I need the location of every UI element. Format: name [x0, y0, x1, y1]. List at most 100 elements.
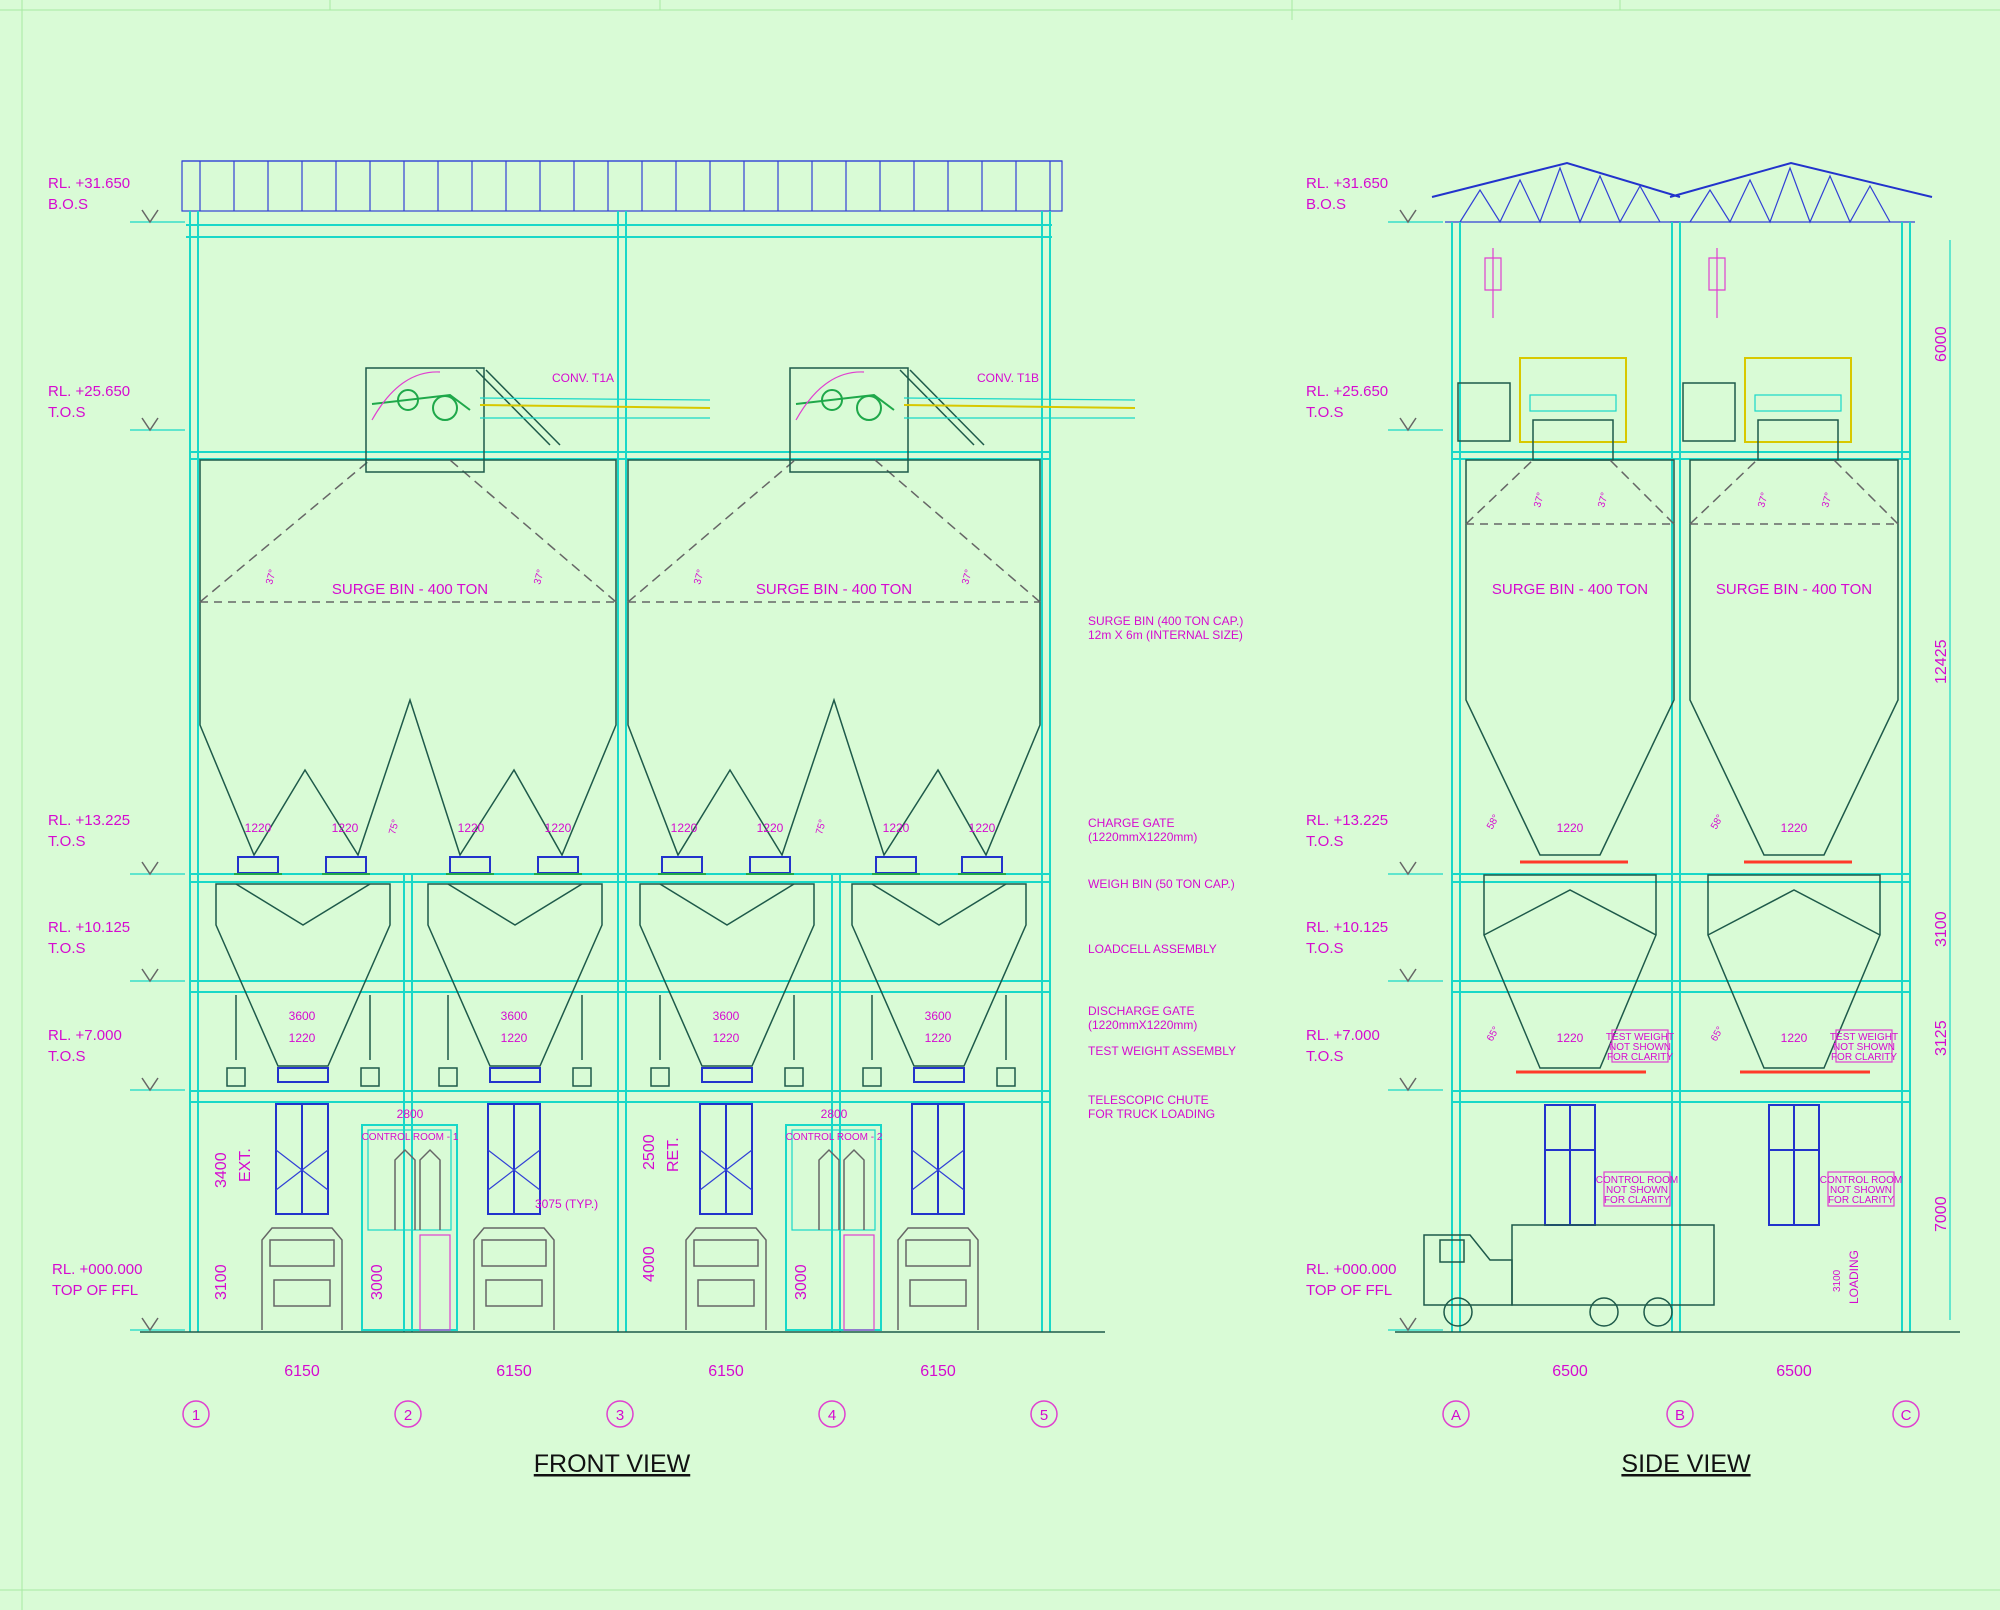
- bay-dim: 6150: [920, 1363, 956, 1380]
- bay-dim: 6150: [708, 1363, 744, 1380]
- level-ref: B.O.S: [1306, 196, 1346, 213]
- weigh-bin-roof: [447, 883, 583, 926]
- discharge-gate: [701, 1067, 753, 1083]
- gate-width: 1220: [458, 821, 485, 835]
- chute-brace: [275, 1149, 329, 1191]
- dim-4000: 4000: [641, 1246, 658, 1282]
- ext-label: EXT.: [237, 1148, 254, 1182]
- charge-gate: [449, 856, 491, 874]
- chute-brace: [699, 1149, 753, 1191]
- front-grid-bubbles: 1 2 3 4 5: [182, 1400, 1058, 1428]
- gate-width: 1220: [545, 821, 572, 835]
- weigh-bin: [639, 883, 815, 1067]
- level-arrow: [1399, 1317, 1417, 1332]
- note: WEIGH BIN (50 TON CAP.): [1088, 877, 1235, 891]
- side-drives: [1457, 357, 1852, 461]
- test-weight-block: [572, 1067, 592, 1087]
- side-level-labels: RL. +31.650 B.O.S RL. +25.650 T.O.S RL. …: [1306, 175, 1397, 1299]
- gate-width: 1220: [1557, 1031, 1584, 1045]
- front-view: SURGE BIN - 400 TON 37° 37° 75° SURGE BI…: [48, 160, 1136, 1478]
- grid-bubble: 1: [192, 1407, 200, 1424]
- charge-gates: [234, 856, 1006, 875]
- level-rl: RL. +31.650: [48, 175, 130, 192]
- angle-label: 37°: [1756, 491, 1771, 508]
- truck-cab: [473, 1227, 555, 1330]
- level-arrow: [1399, 861, 1417, 876]
- bin-label: SURGE BIN - 400 TON: [756, 581, 912, 598]
- charge-gate: [537, 856, 579, 874]
- note-line: FOR CLARITY: [1828, 1195, 1894, 1206]
- dim-2500: 2500: [641, 1134, 658, 1170]
- angle-label: 37°: [960, 568, 975, 585]
- note: LOADCELL ASSEMBLY: [1088, 942, 1217, 956]
- level-arrow: [141, 968, 159, 983]
- equipment-notes: SURGE BIN (400 TON CAP.) 12m X 6m (INTER…: [1088, 614, 1243, 1121]
- grid-bubble: 4: [828, 1407, 836, 1424]
- bay-dim: 6150: [496, 1363, 532, 1380]
- height-dim: 12425: [1933, 639, 1950, 684]
- charge-gate: [661, 856, 703, 874]
- note-line: CONTROL ROOM: [1820, 1175, 1902, 1186]
- dim-3100: 3100: [213, 1264, 230, 1300]
- test-weight-block: [862, 1067, 882, 1087]
- level-rl: RL. +000.000: [1306, 1261, 1397, 1278]
- surge-bin-side-b: SURGE BIN - 400 TON 37° 37° 58° 1220: [1689, 459, 1899, 856]
- angle-label: 58°: [1485, 813, 1502, 832]
- side-roof-trusses: [1431, 161, 1933, 224]
- angle-label: 37°: [532, 568, 547, 585]
- weigh-bin-roof: [871, 883, 1007, 926]
- weigh-bin-roof: [235, 883, 371, 926]
- bay-dim: 6150: [284, 1363, 320, 1380]
- level-ref: T.O.S: [48, 404, 86, 421]
- height-dim: 6000: [1933, 326, 1950, 362]
- surge-bin-side-a: SURGE BIN - 400 TON 37° 37° 58° 1220: [1465, 459, 1675, 856]
- side-hoists: [1484, 248, 1726, 318]
- conveyor-t1a: CONV. T1A: [365, 367, 711, 473]
- side-grid-bubbles: A B C: [1442, 1400, 1920, 1428]
- control-room-label: CONTROL ROOM - 2: [786, 1132, 883, 1143]
- gate-width: 1220: [1557, 821, 1584, 835]
- control-room-2: CONTROL ROOM - 2 2800: [785, 1107, 883, 1331]
- charge-gate: [325, 856, 367, 874]
- side-level-marks: [1388, 209, 1443, 1332]
- weigh-bin-roof: [659, 883, 795, 926]
- angle-label: 65°: [1709, 1025, 1726, 1044]
- note: (1220mmX1220mm): [1088, 830, 1197, 844]
- level-arrow: [141, 209, 159, 224]
- loading-dim: 3100: [1832, 1269, 1843, 1292]
- gate-width: 1220: [501, 1031, 528, 1045]
- weigh-bin: [427, 883, 603, 1067]
- level-rl: RL. +31.650: [1306, 175, 1388, 192]
- weigh-bin: [215, 883, 391, 1067]
- weigh-width: 3600: [289, 1009, 316, 1023]
- charge-gate: [237, 856, 279, 874]
- bin-label: SURGE BIN - 400 TON: [1716, 581, 1872, 598]
- level-rl: RL. +10.125: [48, 919, 130, 936]
- truck-grille: [273, 1279, 331, 1307]
- level-ref: T.O.S: [48, 1048, 86, 1065]
- level-ref: T.O.S: [1306, 940, 1344, 957]
- angle-label: 37°: [692, 568, 707, 585]
- grid-bubble: A: [1451, 1407, 1461, 1424]
- side-columns: [1451, 222, 1911, 1332]
- angle-label: 37°: [1596, 491, 1611, 508]
- test-weight-block: [650, 1067, 670, 1087]
- note: CHARGE GATE: [1088, 816, 1174, 830]
- truck-windscreen: [693, 1239, 759, 1267]
- side-notes: TEST WEIGHT NOT SHOWN FOR CLARITY TEST W…: [1596, 1029, 1902, 1207]
- dim-2800: 2800: [821, 1107, 848, 1121]
- note-line: TEST WEIGHT: [1830, 1032, 1898, 1043]
- note-line: NOT SHOWN: [1833, 1042, 1895, 1053]
- note-line: CONTROL ROOM: [1596, 1175, 1678, 1186]
- gate-width: 1220: [332, 821, 359, 835]
- gate-width: 1220: [969, 821, 996, 835]
- angle-label: 65°: [1485, 1025, 1502, 1044]
- discharge-gate: [913, 1067, 965, 1083]
- note: TELESCOPIC CHUTE: [1088, 1093, 1209, 1107]
- note: SURGE BIN (400 TON CAP.): [1088, 614, 1243, 628]
- conveyor-label: CONV. T1B: [977, 371, 1039, 385]
- gate-width: 1220: [671, 821, 698, 835]
- charge-gate-widths: 1220 1220 1220 1220 1220 1220 1220 1220: [245, 821, 996, 835]
- angle-label: 75°: [387, 818, 402, 835]
